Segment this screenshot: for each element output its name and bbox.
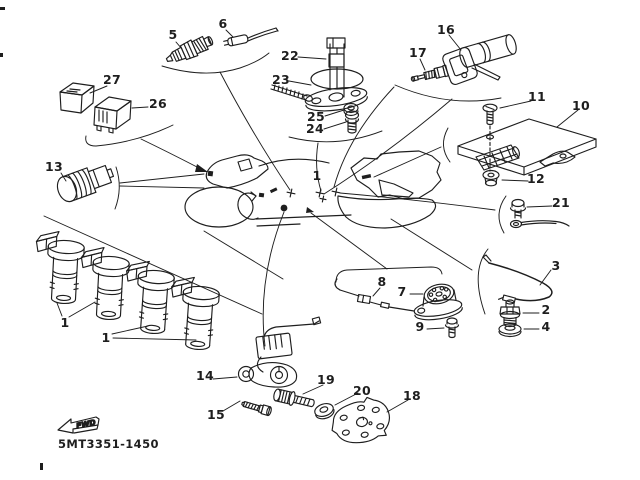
callout-5: 5 bbox=[169, 27, 178, 42]
part-10-cdi-unit bbox=[457, 118, 597, 176]
part-21-bolt-lead bbox=[509, 198, 570, 229]
part-13-flasher-relay bbox=[56, 164, 115, 203]
part-5-spark-plug bbox=[165, 35, 214, 62]
callout-27: 27 bbox=[103, 72, 121, 87]
part-4-washer bbox=[498, 323, 522, 338]
callout-21: 21 bbox=[552, 195, 570, 210]
frame-outline bbox=[184, 150, 442, 229]
callout-19: 19 bbox=[317, 372, 335, 387]
callout-10: 10 bbox=[572, 98, 590, 113]
callout-18: 18 bbox=[403, 388, 421, 403]
callout-8: 8 bbox=[378, 274, 387, 289]
part-17-plug bbox=[410, 64, 449, 82]
callout-26: 26 bbox=[149, 96, 167, 111]
callout-6: 6 bbox=[219, 16, 228, 31]
callout-7: 7 bbox=[398, 284, 407, 299]
part-11-screw bbox=[482, 103, 498, 172]
part-19-bolt bbox=[273, 388, 315, 408]
part-3-wire-lead bbox=[482, 254, 553, 304]
part-6-lead-wire bbox=[223, 27, 279, 47]
part-24-bolt bbox=[344, 110, 360, 134]
part-16-coil bbox=[442, 34, 517, 85]
callout-24: 24 bbox=[306, 121, 324, 136]
leader-lines bbox=[43, 29, 579, 413]
part-12-grommet bbox=[482, 169, 500, 187]
callout-22: 22 bbox=[281, 48, 299, 63]
callout-1: 1 bbox=[61, 315, 70, 330]
part-27-relay bbox=[59, 82, 95, 114]
part-14-sidestand-switch bbox=[237, 316, 322, 388]
callout-4: 4 bbox=[542, 319, 551, 334]
callout-15: 15 bbox=[207, 407, 225, 422]
part-2-terminal bbox=[499, 299, 521, 328]
fwd-arrow: FWD bbox=[57, 416, 100, 434]
callout-16: 16 bbox=[437, 22, 455, 37]
callout-1: 1 bbox=[102, 330, 111, 345]
callout-12: 12 bbox=[527, 171, 545, 186]
part-8-wire bbox=[334, 278, 415, 312]
part-22-level-gauge bbox=[304, 37, 368, 112]
part-7-horn bbox=[413, 283, 463, 321]
part-18-rotor-plate bbox=[331, 396, 391, 444]
scan-noise bbox=[0, 7, 43, 470]
part-9-screw bbox=[444, 317, 460, 339]
part-23-bolt bbox=[270, 84, 313, 102]
callout-9: 9 bbox=[416, 319, 425, 334]
part-20-washer bbox=[314, 403, 335, 420]
callout-25: 25 bbox=[307, 109, 325, 124]
part-26-relay bbox=[93, 96, 132, 134]
callout-1: 1 bbox=[313, 168, 322, 183]
callout-23: 23 bbox=[272, 72, 290, 87]
frame-mount-markers bbox=[207, 170, 372, 213]
callout-3: 3 bbox=[552, 258, 561, 273]
callout-17: 17 bbox=[409, 45, 427, 60]
fwd-label: FWD bbox=[75, 418, 96, 431]
part-15-screw bbox=[241, 401, 272, 417]
diagram-code: 5MT3351-1450 bbox=[58, 437, 159, 451]
callout-11: 11 bbox=[528, 89, 546, 104]
part-1-ignition-coils bbox=[32, 229, 221, 352]
callout-13: 13 bbox=[45, 159, 63, 174]
callout-2: 2 bbox=[542, 302, 551, 317]
callout-20: 20 bbox=[353, 383, 371, 398]
callout-14: 14 bbox=[196, 368, 214, 383]
